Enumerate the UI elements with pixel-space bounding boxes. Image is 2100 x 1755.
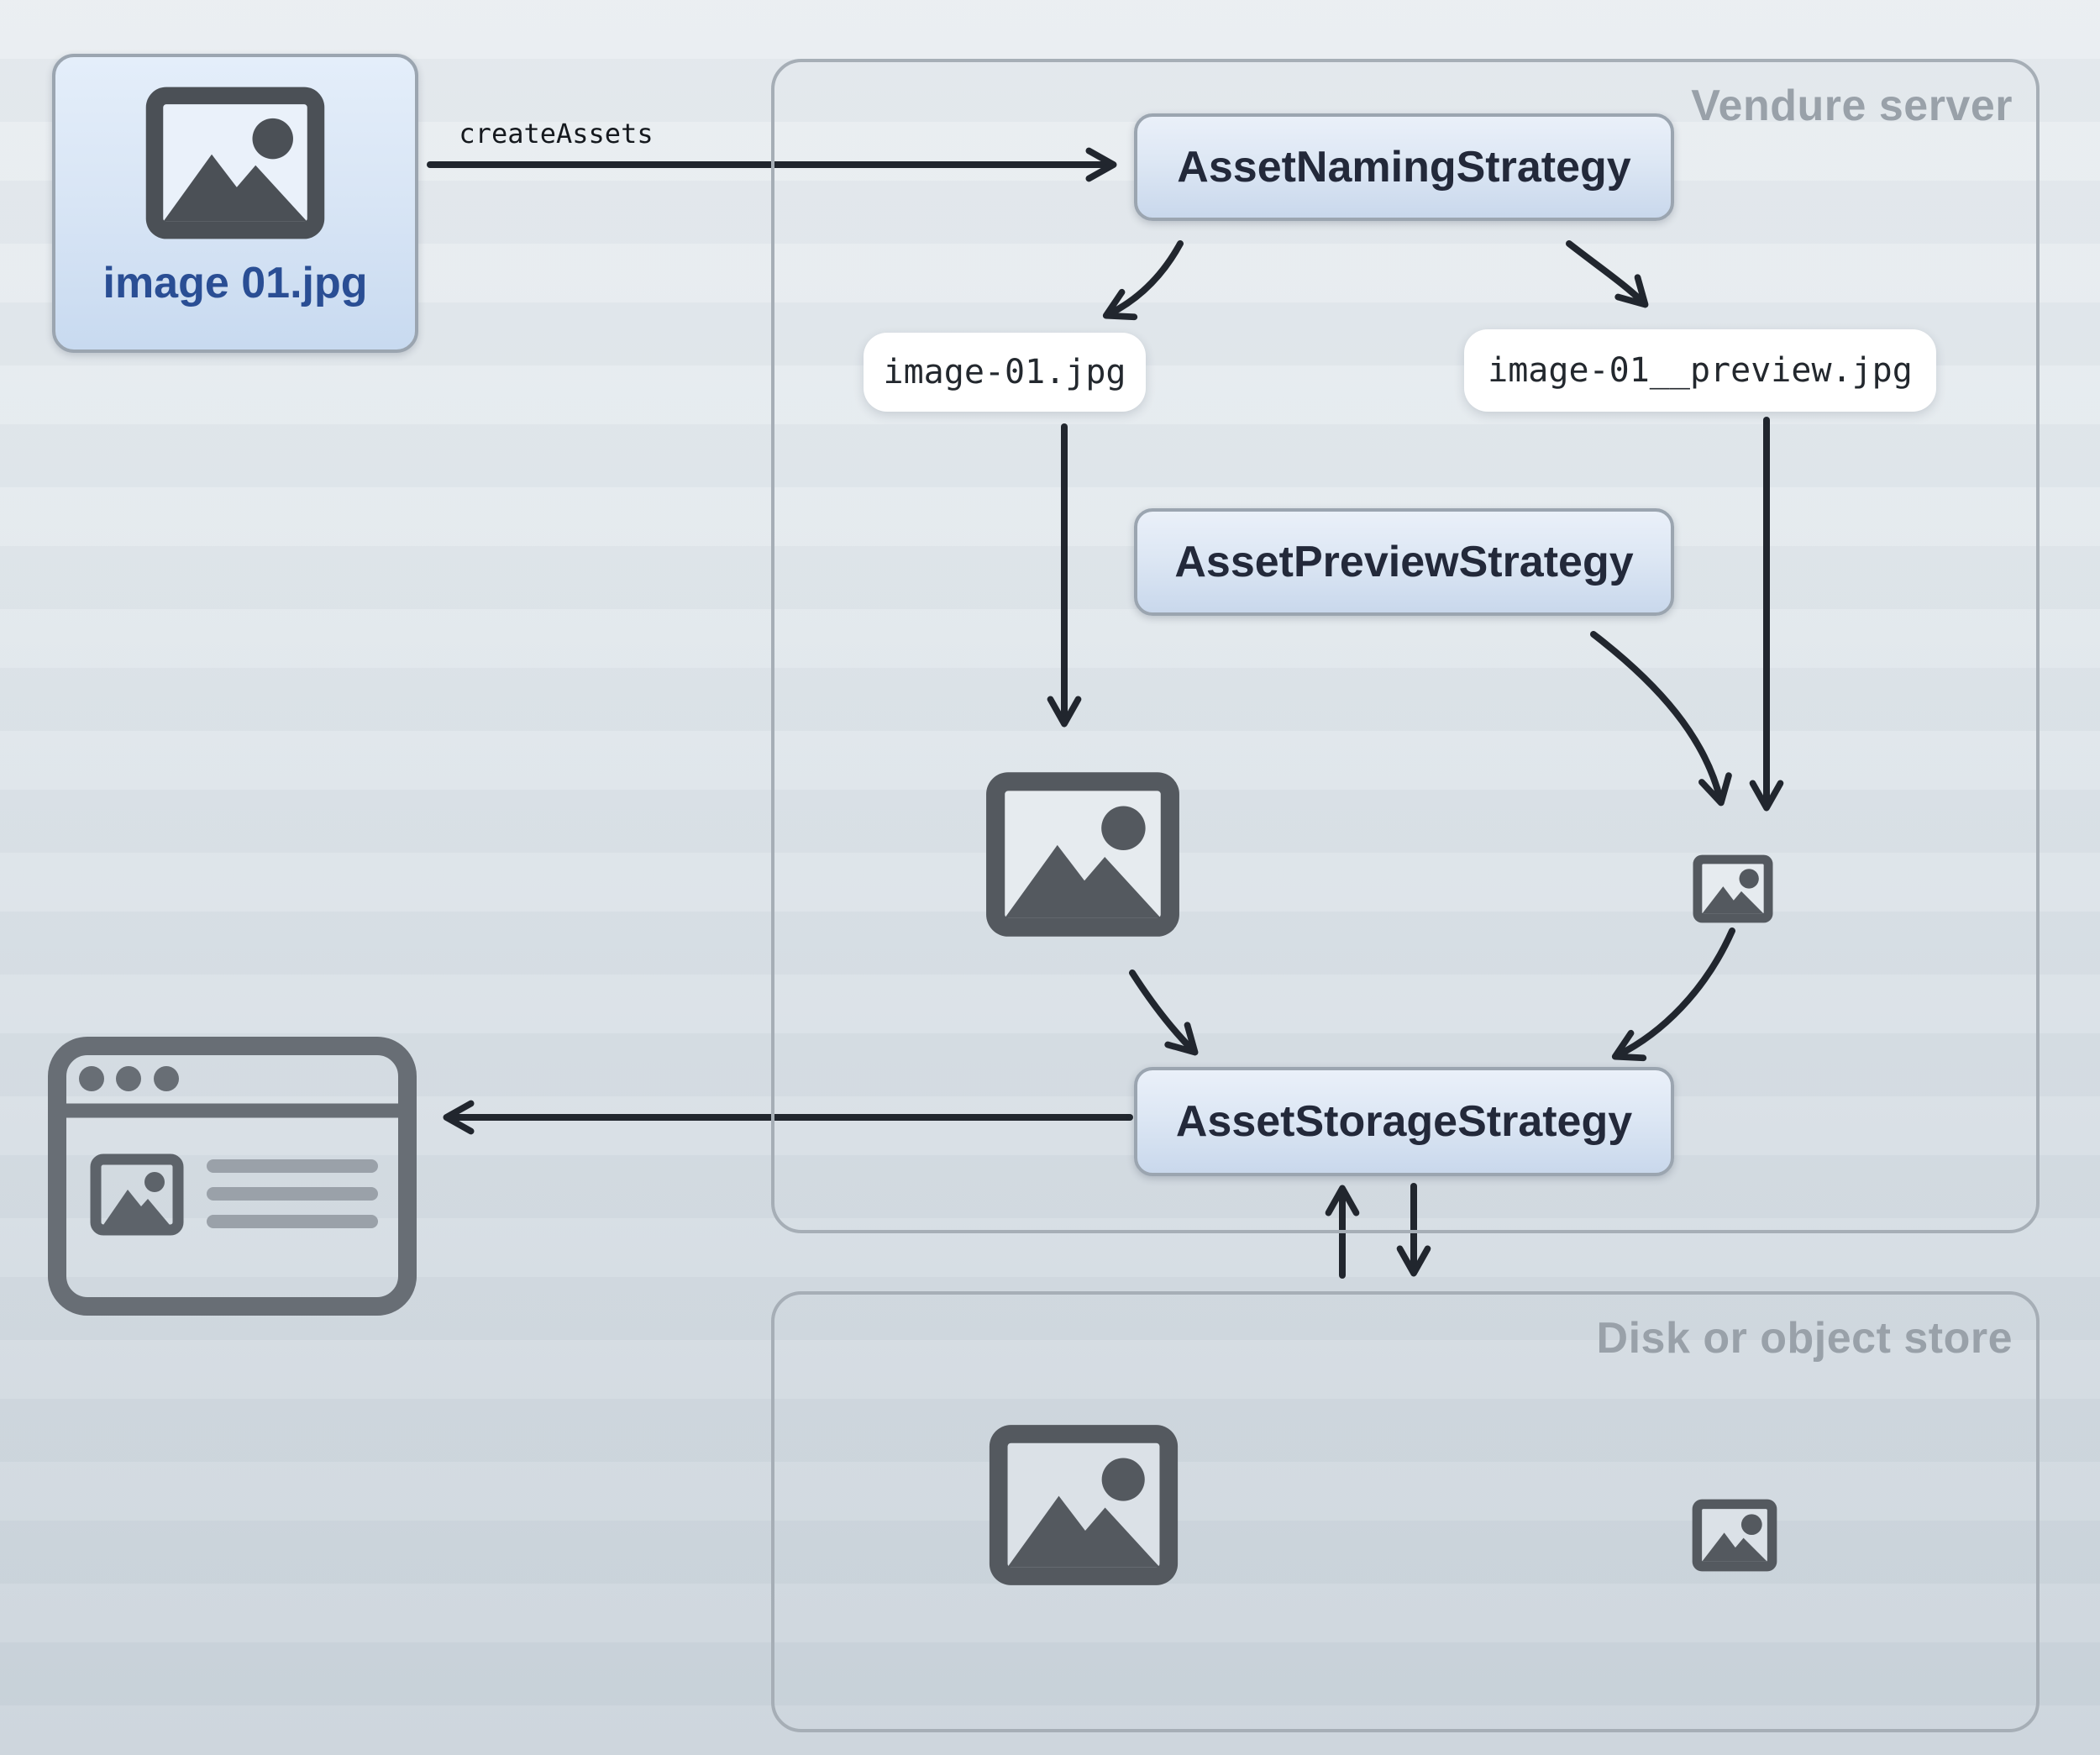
node-asset-preview-strategy-label: AssetPreviewStrategy xyxy=(1174,538,1634,586)
preview-filename-text: image-01__preview.jpg xyxy=(1488,351,1913,390)
disk-store-title: Disk or object store xyxy=(1596,1314,2013,1363)
vendure-server-title: Vendure server xyxy=(1691,81,2013,130)
create-assets-label: createAssets xyxy=(459,118,654,150)
source-filename-pill: image-01.jpg xyxy=(864,333,1146,412)
arrow-preview-strategy-to-small-image xyxy=(1590,631,1732,807)
preview-filename-pill: image-01__preview.jpg xyxy=(1464,329,1936,412)
node-asset-storage-strategy: AssetStorageStrategy xyxy=(1134,1067,1674,1176)
source-filename-text: image-01.jpg xyxy=(883,353,1126,391)
source-image-icon xyxy=(139,82,331,248)
node-asset-naming-strategy: AssetNamingStrategy xyxy=(1134,113,1674,221)
arrow-naming-to-source-filename xyxy=(1102,240,1184,321)
node-asset-preview-strategy: AssetPreviewStrategy xyxy=(1134,508,1674,616)
stored-image-large-icon xyxy=(984,1420,1183,1595)
browser-window-icon xyxy=(47,1036,417,1321)
source-file-card: image 01.jpg xyxy=(52,54,418,353)
disk-store-container: Disk or object store xyxy=(771,1291,2040,1732)
arrow-naming-to-preview-filename xyxy=(1566,240,1649,308)
vendure-server-container: Vendure server xyxy=(771,59,2040,1233)
asset-image-small-icon xyxy=(1691,853,1775,929)
node-asset-naming-strategy-label: AssetNamingStrategy xyxy=(1177,143,1631,192)
arrow-large-image-to-storage xyxy=(1129,969,1199,1056)
stored-image-small-icon xyxy=(1690,1497,1779,1578)
arrow-small-image-to-storage xyxy=(1611,927,1735,1062)
node-asset-storage-strategy-label: AssetStorageStrategy xyxy=(1175,1097,1633,1146)
asset-image-large-icon xyxy=(981,767,1184,946)
source-file-label: image 01.jpg xyxy=(102,259,368,307)
